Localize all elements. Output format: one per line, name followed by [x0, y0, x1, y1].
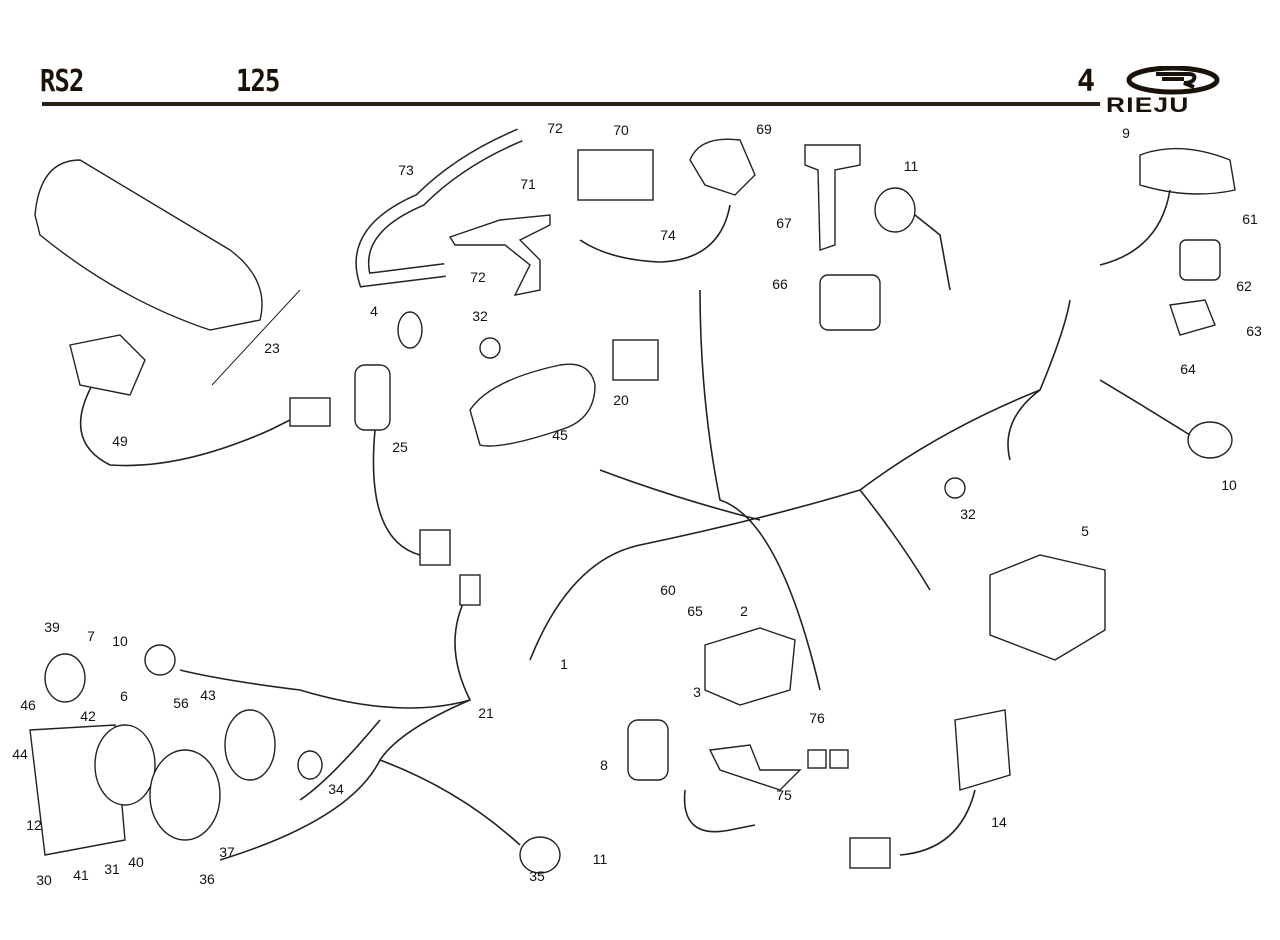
front-harness-21	[179, 589, 521, 861]
callout-32: 32	[472, 308, 488, 324]
relay-20	[612, 339, 659, 381]
clamp-32b	[944, 477, 966, 499]
callout-1: 1	[560, 656, 568, 672]
part-7	[44, 653, 86, 703]
callout-72: 72	[470, 269, 486, 285]
callout-64: 64	[1180, 361, 1196, 377]
bulb-11b	[519, 836, 561, 874]
hose-73	[355, 128, 523, 288]
part-14	[954, 709, 1011, 791]
callout-31: 31	[104, 861, 120, 877]
callout-10: 10	[1221, 477, 1237, 493]
callout-4: 4	[370, 303, 378, 319]
callout-69: 69	[756, 121, 772, 137]
callout-12: 12	[26, 817, 42, 833]
callout-70: 70	[613, 122, 629, 138]
bulb-34	[297, 750, 323, 780]
connector-49	[289, 397, 331, 427]
part-61	[1179, 239, 1221, 281]
callout-40: 40	[128, 854, 144, 870]
callout-43: 43	[200, 687, 216, 703]
callout-56: 56	[173, 695, 189, 711]
main-harness-1	[529, 289, 1071, 691]
callout-23: 23	[264, 340, 280, 356]
callout-73: 73	[398, 162, 414, 178]
strap-67	[804, 144, 861, 251]
callout-5: 5	[1081, 523, 1089, 539]
socket-66	[819, 274, 881, 331]
callout-62: 62	[1236, 278, 1252, 294]
callout-35: 35	[529, 868, 545, 884]
callout-34: 34	[328, 781, 344, 797]
callout-21: 21	[478, 705, 494, 721]
callout-63: 63	[1246, 323, 1262, 339]
callout-45: 45	[552, 427, 568, 443]
cdi-2	[704, 627, 796, 706]
callout-49: 49	[112, 433, 128, 449]
parts-drawings	[29, 128, 1236, 874]
battery-5	[989, 554, 1106, 661]
ignition-connector	[419, 529, 451, 566]
tube-74	[579, 204, 731, 263]
callout-3: 3	[693, 684, 701, 700]
header-rule	[42, 102, 1100, 106]
bracket-71	[448, 214, 551, 296]
coil-8	[627, 719, 669, 781]
cover-45	[469, 363, 596, 447]
bracket-62	[1169, 299, 1216, 336]
callout-25: 25	[392, 439, 408, 455]
lamp-43	[224, 709, 276, 781]
callout-72: 72	[547, 120, 563, 136]
clamp-32	[479, 337, 501, 359]
displacement: 125	[236, 64, 280, 99]
regulator-70	[577, 149, 654, 201]
callout-14: 14	[991, 814, 1007, 830]
headlight-56	[149, 749, 221, 841]
callout-6: 6	[120, 688, 128, 704]
rieju-logo-icon	[1126, 66, 1220, 95]
callout-32: 32	[960, 506, 976, 522]
page-number: 4	[1077, 64, 1096, 99]
sensor-69	[689, 138, 756, 196]
callout-76: 76	[809, 710, 825, 726]
callout-46: 46	[20, 697, 36, 713]
callout-36: 36	[199, 871, 215, 887]
dashboard-part	[34, 159, 263, 331]
callout-7: 7	[87, 628, 95, 644]
indicator-10	[1187, 421, 1233, 459]
taillight-9	[1139, 147, 1236, 195]
model-name: RS2	[40, 64, 84, 99]
bulb-11	[874, 187, 916, 233]
ignition-switch-4	[354, 364, 391, 431]
callout-61: 61	[1242, 211, 1258, 227]
indicator-10b	[144, 644, 176, 676]
callout-37: 37	[219, 844, 235, 860]
plate-75	[708, 744, 802, 791]
dashboard-cable	[79, 379, 291, 467]
callout-41: 41	[73, 867, 89, 883]
callout-2: 2	[740, 603, 748, 619]
callout-11: 11	[904, 158, 919, 174]
callout-71: 71	[520, 176, 536, 192]
headlight-6	[94, 724, 156, 806]
callout-75: 75	[776, 787, 792, 803]
callout-8: 8	[600, 757, 608, 773]
brand-logo-text: RIEJU	[1106, 94, 1190, 117]
callout-20: 20	[613, 392, 629, 408]
callout-30: 30	[36, 872, 52, 888]
callout-60: 60	[660, 582, 676, 598]
callout-66: 66	[772, 276, 788, 292]
callout-44: 44	[12, 746, 28, 762]
callout-9: 9	[1122, 125, 1130, 141]
callout-74: 74	[660, 227, 676, 243]
callout-11: 11	[593, 851, 608, 867]
callout-42: 42	[80, 708, 96, 724]
callout-39: 39	[44, 619, 60, 635]
part-76	[807, 749, 827, 769]
callout-67: 67	[776, 215, 792, 231]
callout-10: 10	[112, 633, 128, 649]
callout-65: 65	[687, 603, 703, 619]
